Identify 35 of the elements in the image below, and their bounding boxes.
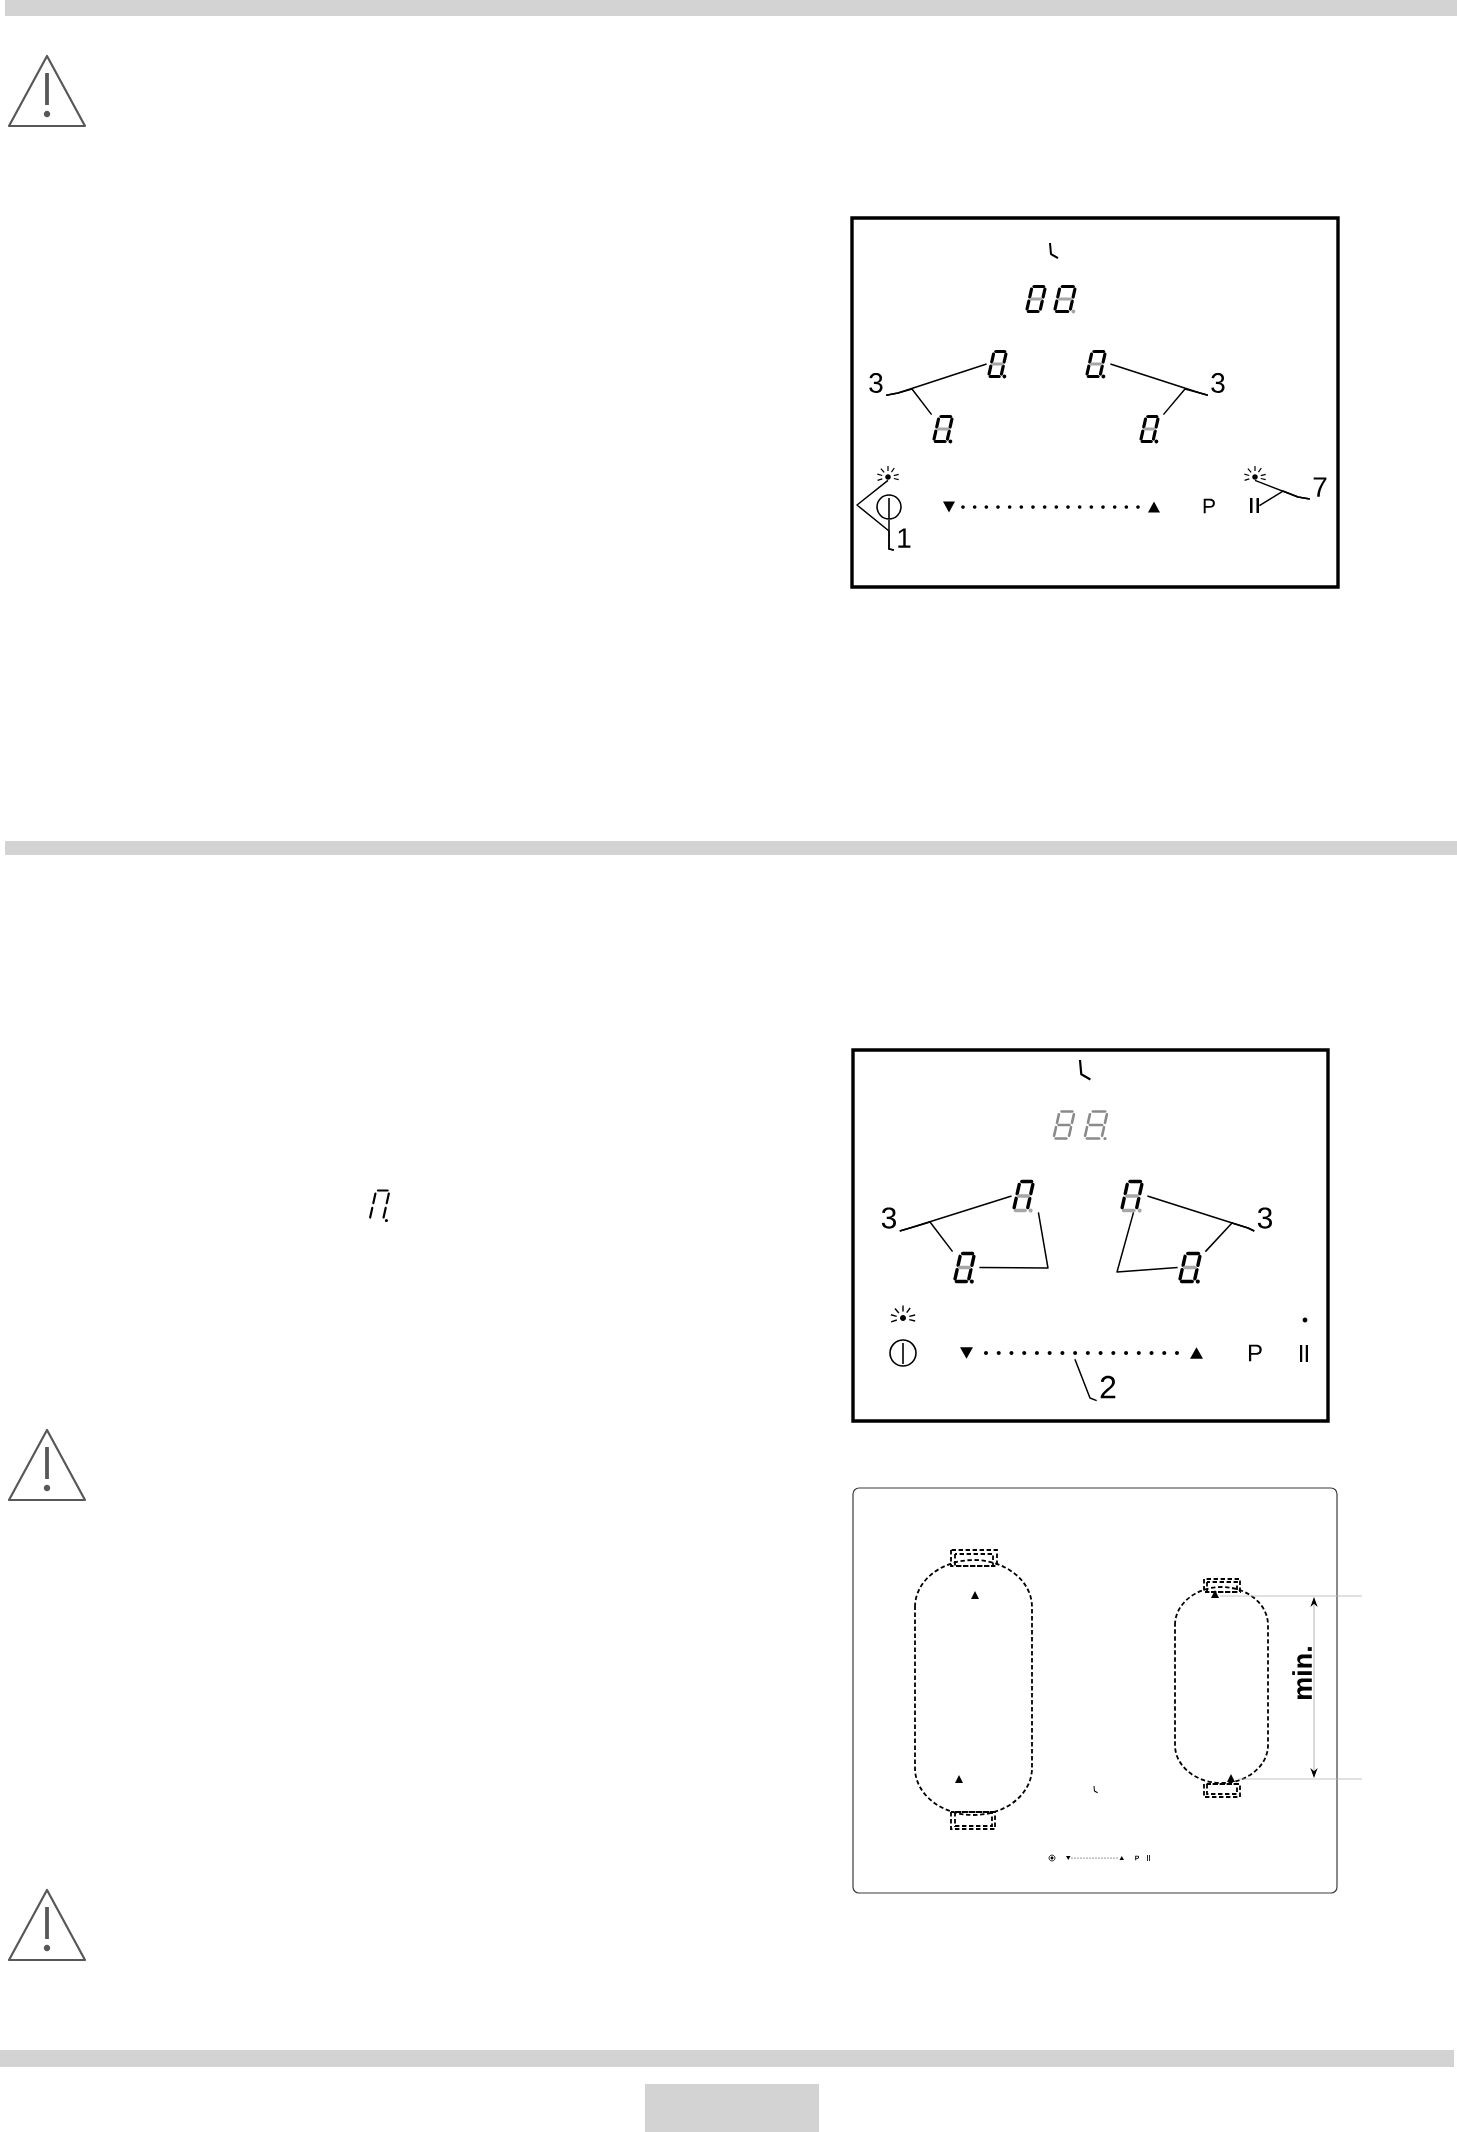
leader-line — [1258, 490, 1311, 507]
leader-line — [1204, 1222, 1255, 1253]
callout-number: 3 — [869, 373, 883, 393]
key-letter: P — [1203, 498, 1215, 514]
display-digit — [953, 1251, 976, 1284]
slider — [960, 1347, 1203, 1359]
dimension-label: min. — [1292, 1647, 1312, 1699]
leader-line — [899, 1221, 954, 1253]
display-digit — [1012, 1179, 1035, 1213]
divider-bar — [0, 2050, 1454, 2067]
display-digit — [1120, 1179, 1144, 1213]
leader-line — [1074, 1358, 1098, 1402]
pause-icon — [1250, 498, 1259, 513]
display-digit — [932, 414, 954, 444]
key-letter: P — [1248, 1344, 1262, 1362]
callout-number: 3 — [1257, 1207, 1273, 1229]
divider-bar — [5, 841, 1457, 855]
leader-line — [1162, 388, 1209, 416]
indicator-light-icon — [876, 465, 900, 482]
callout-number: 3 — [1211, 373, 1225, 393]
callout-number: 7 — [1313, 477, 1327, 497]
callout-number: 3 — [881, 1207, 897, 1229]
leader-line — [856, 479, 895, 551]
callout-number: 1 — [898, 528, 911, 548]
callout-number: 2 — [1100, 1375, 1116, 1399]
indicator-light-icon — [1243, 465, 1267, 482]
connector-line — [1116, 1211, 1179, 1273]
divider-bar — [5, 0, 1457, 16]
connector-line — [978, 1211, 1049, 1269]
display-digit — [1178, 1251, 1202, 1284]
display-digit — [1085, 349, 1107, 379]
display-digit — [1139, 414, 1160, 444]
leader-line — [885, 388, 933, 416]
display-digit — [987, 349, 1008, 379]
power-icon — [876, 494, 902, 520]
